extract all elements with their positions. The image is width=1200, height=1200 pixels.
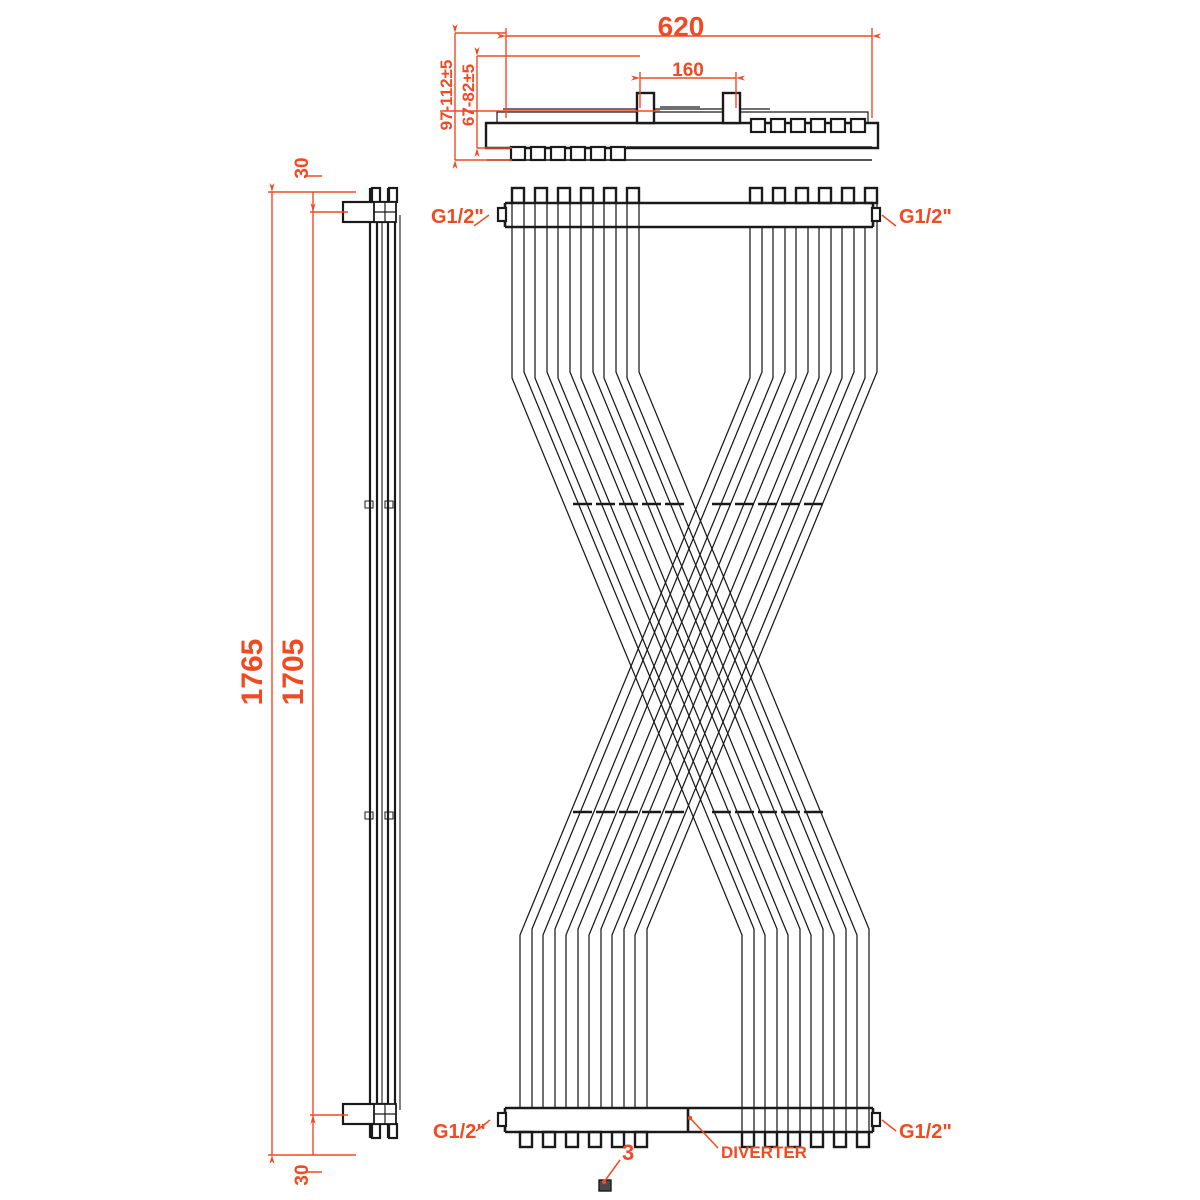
plan-lower-edge xyxy=(487,146,872,161)
callout-bottom-left-label: G1/2" xyxy=(433,1121,486,1143)
dim-depth-lower xyxy=(474,47,640,157)
side-elevation-view xyxy=(341,186,401,1140)
height-dimensions xyxy=(268,175,356,1173)
dim-160-label: 160 xyxy=(672,60,704,81)
dim-30-bottom xyxy=(305,1115,322,1173)
callout-diverter-label: DIVERTER xyxy=(721,1143,807,1162)
tube-group-left-to-right xyxy=(511,200,870,1132)
side-mid-joints xyxy=(364,500,394,820)
top-connector-nubs xyxy=(496,206,882,223)
leader-top-left xyxy=(473,214,490,227)
side-vertical-rails-inner xyxy=(381,215,401,1110)
top-caps-left xyxy=(510,186,641,205)
dim-620 xyxy=(497,28,881,118)
leader-bottom-right xyxy=(881,1119,897,1132)
tube-group-right-to-left xyxy=(519,200,878,1132)
callout-top-right-label: G1/2" xyxy=(899,206,952,228)
callout-leaders xyxy=(473,214,897,1185)
dim-30-bottom-label: 30 xyxy=(292,1164,313,1185)
dim-depth-upper-label: 97-112±5 xyxy=(437,60,456,131)
dim-30-top-label: 30 xyxy=(292,157,313,178)
dim-1765 xyxy=(268,183,356,1164)
dim-1705 xyxy=(310,203,348,1124)
plan-dimensions xyxy=(440,24,881,169)
dim-1705-label: 1705 xyxy=(277,639,310,706)
bottom-connector-nubs xyxy=(496,1111,882,1128)
callout-bottom-right-label: G1/2" xyxy=(899,1121,952,1143)
front-elevation-view xyxy=(496,186,882,1192)
top-caps-right xyxy=(748,186,879,205)
dim-30-top xyxy=(305,175,322,212)
callout-detail-3-label: 3 xyxy=(622,1140,634,1165)
plan-connector-blocks xyxy=(635,91,742,125)
plan-view xyxy=(484,91,880,162)
callout-top-left-label: G1/2" xyxy=(431,206,484,228)
leader-top-right xyxy=(881,214,897,227)
bottom-caps-left xyxy=(518,1130,649,1149)
leader-bottom-left xyxy=(475,1119,491,1132)
dim-160 xyxy=(631,72,745,108)
leader-detail-3 xyxy=(601,1159,621,1185)
dim-depth-upper xyxy=(452,24,512,169)
plan-tube-ends-right xyxy=(749,117,867,134)
dim-depth-lower-label: 67-82±5 xyxy=(459,64,478,126)
side-top-valve xyxy=(373,201,397,223)
plan-tube-ends-left xyxy=(509,145,627,162)
dim-1765-label: 1765 xyxy=(236,639,269,706)
bottom-right-tubes-front xyxy=(741,1107,870,1133)
leader-diverter xyxy=(687,1115,719,1149)
side-bottom-valve xyxy=(373,1103,397,1125)
side-vertical-rails xyxy=(368,188,397,1138)
dim-620-label: 620 xyxy=(658,11,705,42)
